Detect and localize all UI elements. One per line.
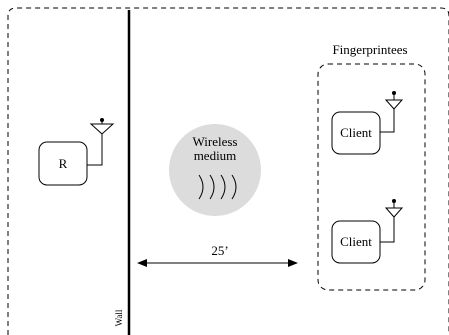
fingerprintees-title: Fingerprintees	[332, 42, 407, 57]
client-antenna-icon-1	[380, 93, 404, 133]
client-box-1	[331, 111, 381, 155]
receiver-antenna-icon	[87, 120, 115, 166]
distance-label: 25’	[211, 243, 228, 258]
receiver-antenna-tip	[100, 118, 104, 122]
radio-waves-icon	[198, 174, 237, 200]
client-antenna-icon-2	[380, 201, 404, 243]
wireless-medium-cloud	[169, 124, 261, 216]
client-label-2: Client	[340, 234, 372, 249]
receiver-box	[38, 141, 88, 186]
wall-label: Wall	[114, 309, 124, 326]
client-label-1: Client	[340, 125, 372, 140]
wireless-medium-label-line1: Wireless	[193, 134, 238, 149]
client-antenna-tip-1	[392, 91, 396, 95]
receiver-label: R	[59, 156, 68, 171]
wireless-medium-label-line2: medium	[194, 148, 237, 163]
client-antenna-tip-2	[392, 199, 396, 203]
